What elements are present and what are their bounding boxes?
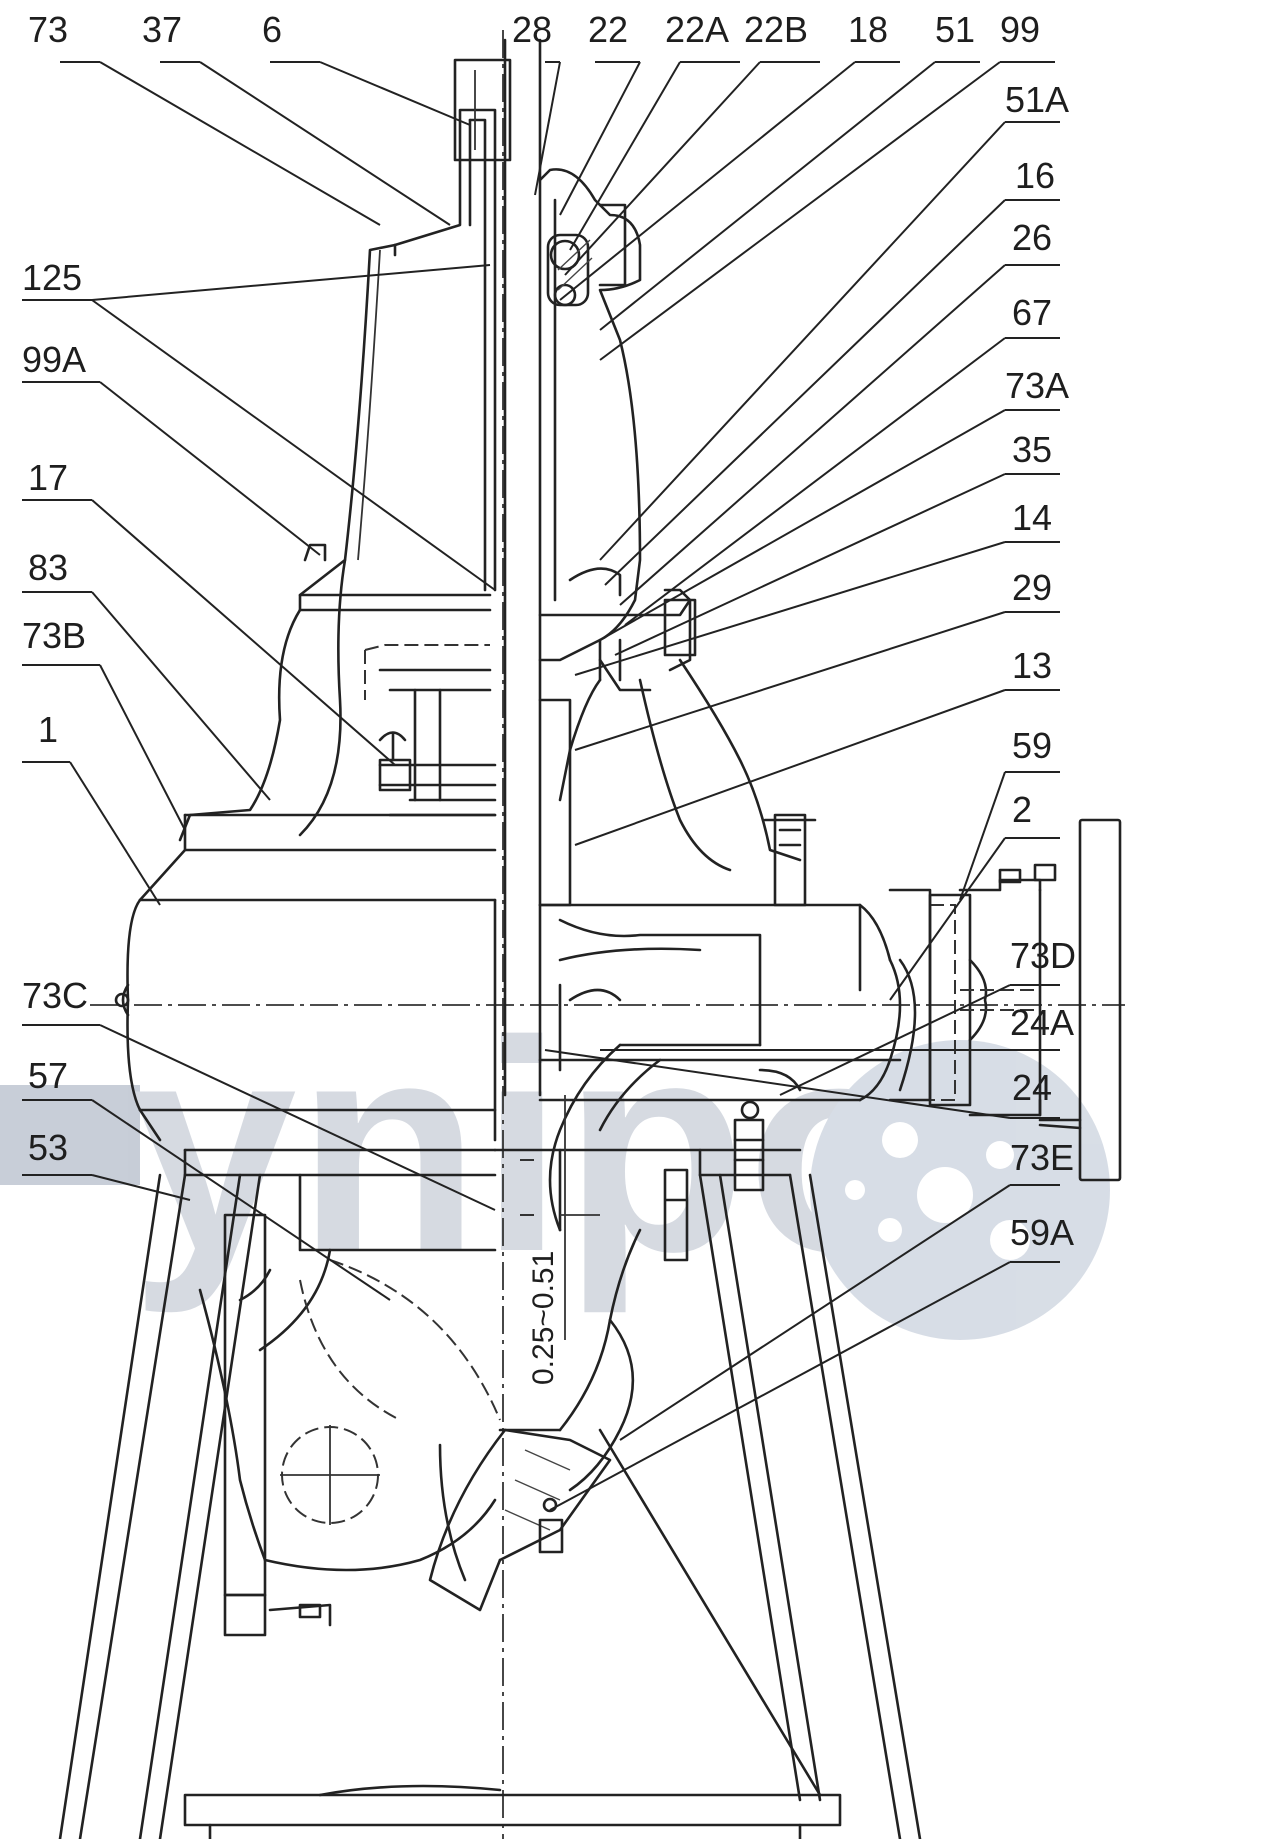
callout-label-1: 1 [38, 709, 58, 750]
callout-label-14: 14 [1012, 497, 1052, 538]
suction-elbow [198, 1228, 642, 1627]
callout-label-22b: 22B [744, 9, 808, 50]
callout-leader-2 [889, 837, 1006, 1001]
callout-leaders [22, 61, 1060, 1511]
callout-label-125: 125 [22, 257, 82, 298]
watermark: ynipo [0, 978, 1110, 1340]
callout-label-99a: 99A [22, 339, 86, 380]
callout-label-16: 16 [1015, 155, 1055, 196]
dimension-text: 0.25~0.51 [527, 1251, 560, 1385]
callout-label-83: 83 [28, 547, 68, 588]
callout-leader-17 [91, 499, 396, 766]
callout-leader-83 [91, 591, 271, 801]
callout-leader-14 [574, 541, 1006, 676]
callout-leader-1 [69, 761, 161, 906]
callout-leader-35 [614, 473, 1006, 656]
callout-label-37: 37 [142, 9, 182, 50]
callout-label-22a: 22A [665, 9, 729, 50]
callout-leader-73a [599, 409, 1006, 641]
callout-label-73a: 73A [1005, 365, 1069, 406]
callout-label-17: 17 [28, 457, 68, 498]
callout-leader-57 [91, 1099, 391, 1301]
callout-labels: 73 37 6 28 22 22A 22B 18 51 99 51A 16 26 67 73A 35 14 29 1… [22, 9, 1076, 1253]
callout-leader-67 [624, 337, 1006, 626]
callout-leader-22 [559, 61, 641, 216]
callout-leader-59 [959, 771, 1006, 901]
callout-leader-26 [619, 264, 1006, 606]
callout-leader-125-b [91, 299, 496, 591]
callout-label-24a: 24A [1010, 1002, 1074, 1043]
callout-leader-73b [99, 664, 186, 831]
callout-label-6: 6 [262, 9, 282, 50]
callout-leader-28 [534, 61, 561, 196]
callout-leader-99a [99, 381, 321, 556]
callout-label-73e: 73E [1010, 1137, 1074, 1178]
callout-leader-24 [544, 1049, 1011, 1119]
impeller-drive [364, 644, 497, 817]
callout-label-73: 73 [28, 9, 68, 50]
callout-label-51: 51 [935, 9, 975, 50]
callout-label-99: 99 [1000, 9, 1040, 50]
callout-leader-16 [604, 199, 1006, 586]
callout-label-73c: 73C [22, 975, 88, 1016]
callout-label-59a: 59A [1010, 1212, 1074, 1253]
centre-lines [90, 30, 1125, 1839]
motor-housing [178, 108, 497, 842]
callout-leader-73e [619, 1184, 1011, 1441]
stand-legs [58, 1173, 922, 1839]
casing-1 [114, 813, 497, 1142]
callout-leader-99 [599, 61, 1001, 361]
callout-leader-22a [569, 61, 681, 251]
volute-discharge [538, 818, 1122, 1232]
callout-label-73d: 73D [1010, 935, 1076, 976]
callout-label-18: 18 [848, 9, 888, 50]
shaft [453, 38, 572, 1097]
dimension-gap: 0.25~0.51 [527, 1095, 600, 1385]
callout-label-26: 26 [1012, 217, 1052, 258]
callout-label-73b: 73B [22, 615, 86, 656]
callout-leader-125 [91, 264, 491, 301]
callout-leader-51 [599, 61, 936, 331]
callout-leader-59a [549, 1261, 1011, 1511]
callout-label-35: 35 [1012, 429, 1052, 470]
callout-label-2: 2 [1012, 789, 1032, 830]
callout-leader-29 [574, 611, 1006, 751]
callout-label-29: 29 [1012, 567, 1052, 608]
callout-label-22: 22 [588, 9, 628, 50]
bearing-housing [538, 168, 642, 662]
lower-flange [183, 1148, 802, 1252]
callout-leader-6 [319, 61, 471, 126]
callout-leader-22b [564, 61, 761, 276]
callout-leader-73d [779, 984, 1011, 1096]
callout-leader-37 [199, 61, 451, 226]
callout-label-51a: 51A [1005, 79, 1069, 120]
callout-leader-73 [99, 61, 381, 226]
callout-label-59: 59 [1012, 725, 1052, 766]
callout-leader-53 [91, 1174, 191, 1201]
callout-leader-73c [99, 1024, 496, 1211]
callout-label-53: 53 [28, 1127, 68, 1168]
callout-leader-51a [599, 121, 1006, 561]
callout-label-13: 13 [1012, 645, 1052, 686]
mechanical-seal [538, 588, 802, 872]
callout-leader-13 [574, 689, 1006, 846]
volute-bolts [663, 813, 817, 1262]
callout-label-57: 57 [28, 1055, 68, 1096]
check-valve [428, 1428, 612, 1612]
watermark-text: ynipo [130, 978, 930, 1316]
callout-label-28: 28 [512, 9, 552, 50]
callout-leader-18 [559, 61, 856, 301]
callout-label-24: 24 [1012, 1067, 1052, 1108]
callout-label-67: 67 [1012, 292, 1052, 333]
